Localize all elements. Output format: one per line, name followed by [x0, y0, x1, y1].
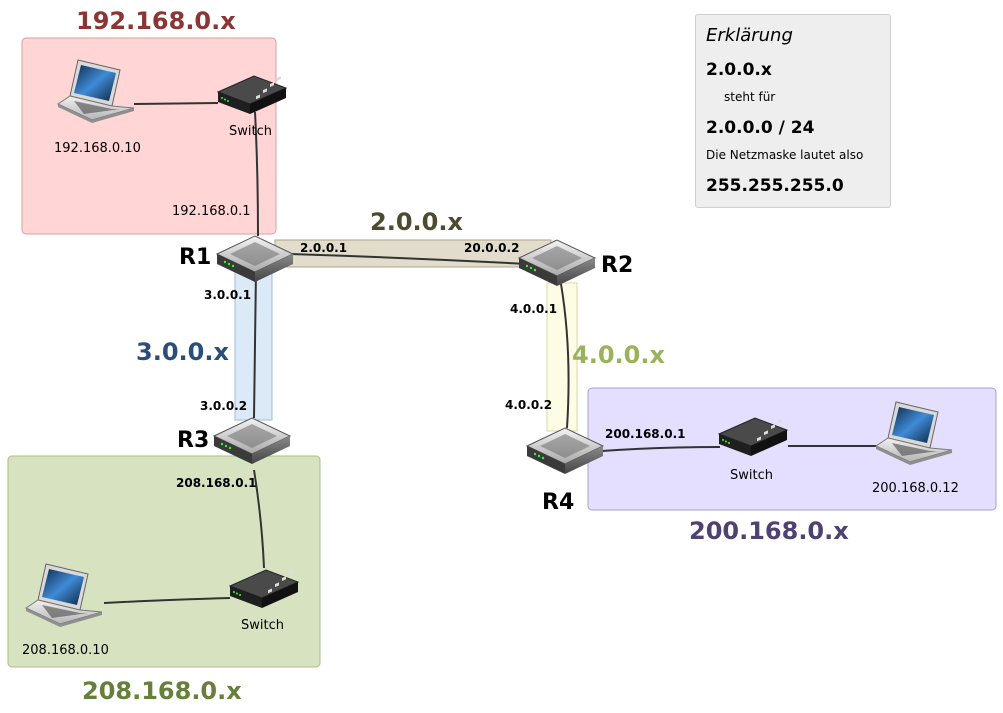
ip-r1-lan: 192.168.0.1 [172, 204, 251, 219]
ip-laptop3: 208.168.0.10 [22, 643, 109, 658]
ip-laptop4: 200.168.0.12 [872, 481, 959, 496]
cable-r3-switch3 [253, 469, 265, 569]
legend-title: Erklärung [706, 25, 793, 46]
network-label-200: 200.168.0.x [689, 517, 849, 545]
network-label-208: 208.168.0.x [82, 677, 242, 705]
ip-r2-to-r4: 4.0.0.1 [510, 302, 557, 316]
ip-r3-to-r1: 3.0.0.2 [200, 399, 247, 413]
legend-mask-text: Die Netzmaske lautet also [706, 148, 864, 162]
legend-stands-for: steht für [724, 90, 776, 104]
legend-box: Erklärung 2.0.0.x steht für 2.0.0.0 / 24… [695, 14, 891, 208]
cable-r1-r3 [253, 269, 257, 419]
network-label-link3: 3.0.0.x [136, 338, 229, 366]
cable-laptop1-switch1 [133, 102, 219, 105]
ip-laptop1: 192.168.0.10 [54, 141, 141, 156]
ip-r1-to-r2: 2.0.0.1 [300, 241, 347, 255]
network-label-link2: 2.0.0.x [370, 208, 463, 236]
legend-mask: 255.255.255.0 [706, 176, 844, 196]
ip-r4-lan: 200.168.0.1 [605, 427, 685, 441]
network-label-192: 192.168.0.x [76, 7, 236, 35]
switch-label-1: Switch [229, 124, 272, 139]
cable-r1-r2 [289, 253, 546, 266]
network-label-link4: 4.0.0.x [572, 341, 665, 369]
cable-switch3-laptop3 [103, 597, 231, 604]
legend-example: 2.0.0.x [706, 60, 772, 80]
switch-label-3: Switch [241, 618, 284, 633]
cable-switch1-r1 [254, 111, 259, 237]
cable-r2-r4 [560, 283, 570, 429]
ip-r4-to-r2: 4.0.0.2 [505, 398, 552, 412]
ip-r3-lan: 208.168.0.1 [176, 476, 256, 490]
legend-cidr: 2.0.0.0 / 24 [706, 118, 815, 138]
ip-r2-to-r1: 20.0.0.2 [464, 241, 519, 255]
router-label-r4: R4 [542, 490, 574, 515]
network-area-208 [7, 455, 321, 668]
router-label-r1: R1 [179, 245, 211, 270]
ip-r1-to-r3: 3.0.0.1 [204, 288, 251, 302]
switch-label-4: Switch [730, 468, 773, 483]
cable-r4-switch4 [601, 446, 721, 452]
router-label-r3: R3 [177, 428, 209, 453]
router-label-r2: R2 [601, 253, 633, 278]
